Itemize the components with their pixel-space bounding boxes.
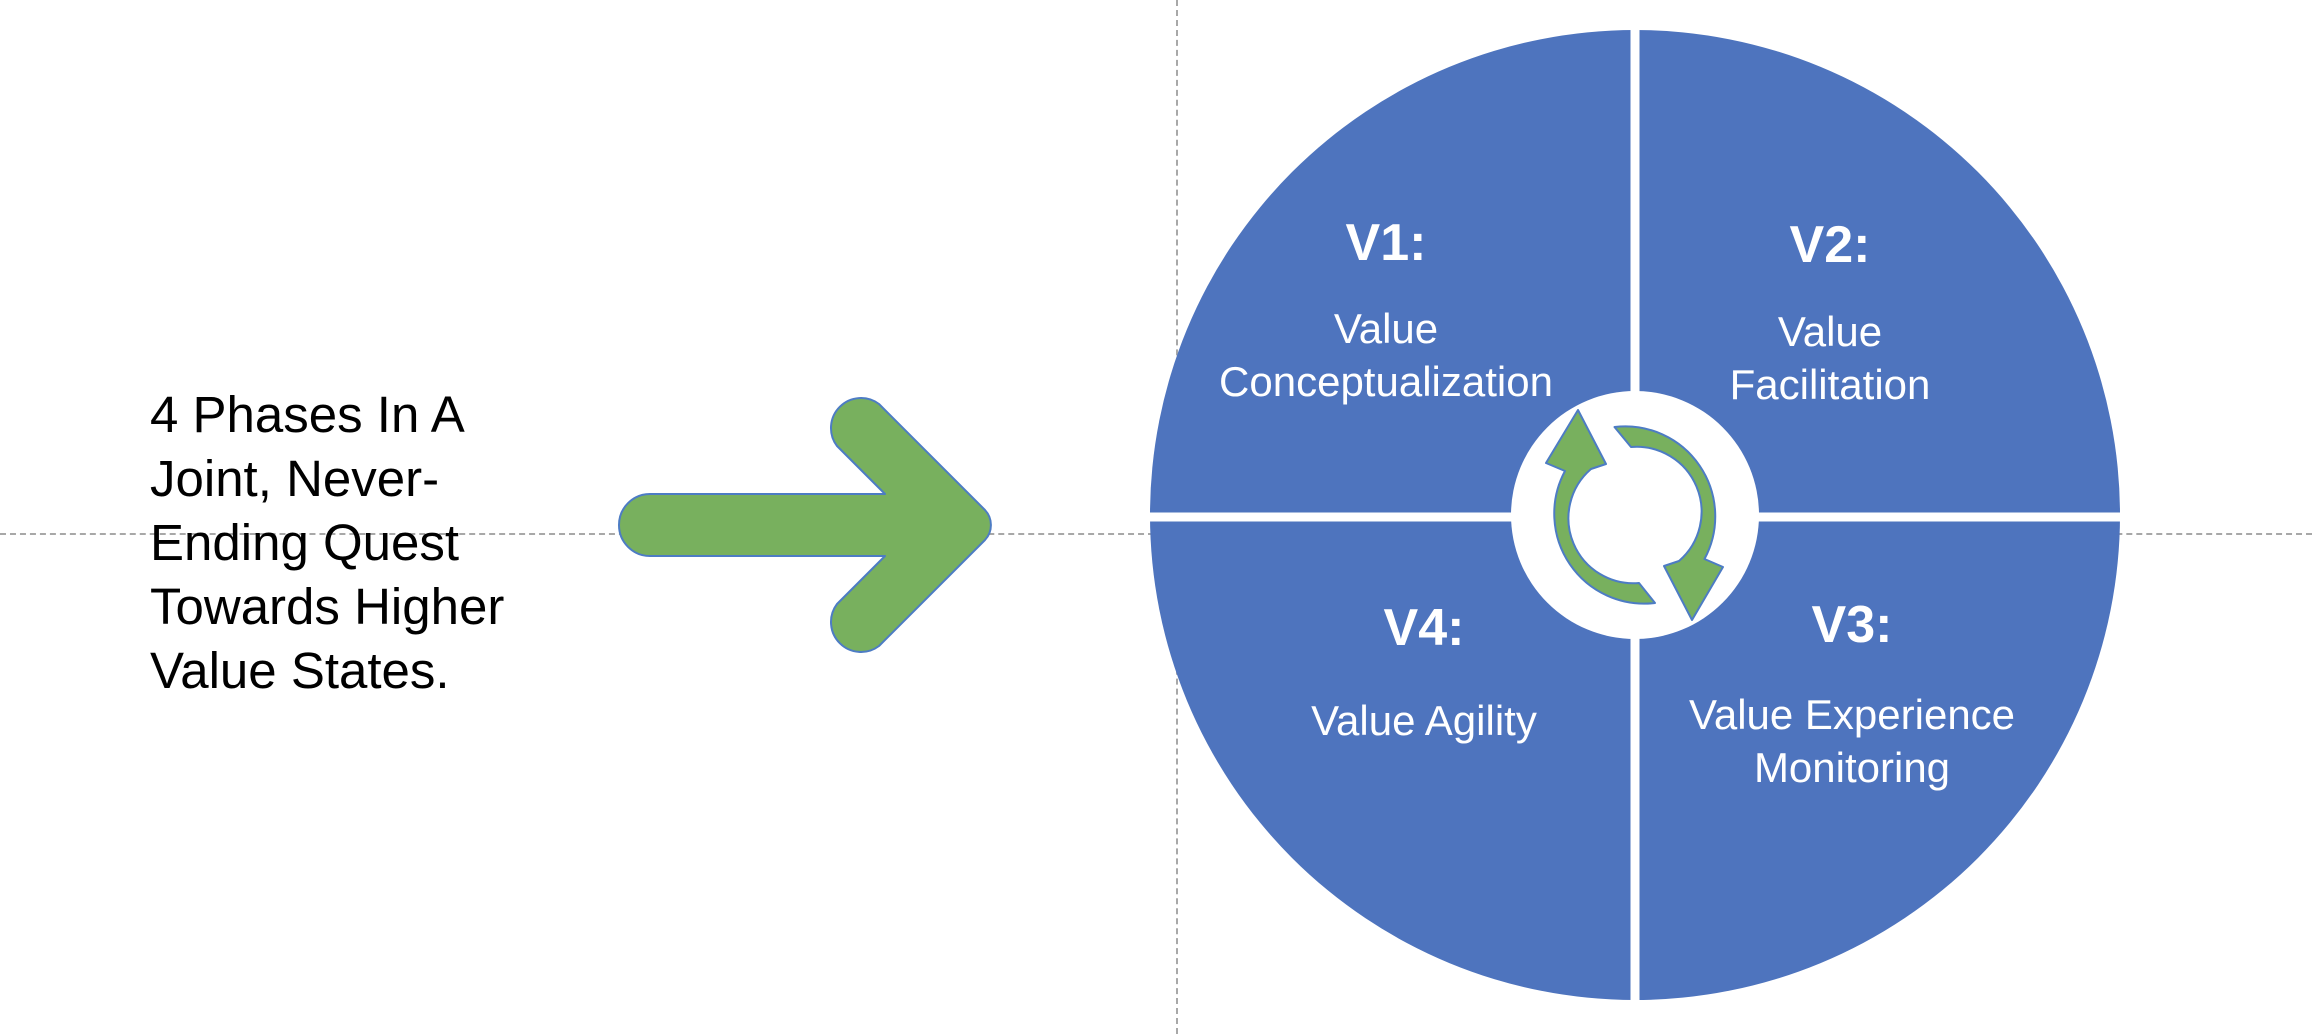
tagline-line: 4 Phases In A: [150, 386, 465, 443]
phase-v2-title: V2:: [1790, 216, 1871, 274]
phase-v2-name-line: Value: [1778, 308, 1882, 355]
tagline-line: Value States.: [150, 642, 450, 699]
tagline-line: Towards Higher: [150, 578, 505, 635]
phase-v3-name-line: Value Experience: [1689, 691, 2015, 738]
cycle-arrows-icon: [1545, 409, 1724, 621]
phase-v3: V3: Value Experience Monitoring: [1689, 596, 2015, 791]
phase-v2-name-line: Facilitation: [1730, 361, 1931, 408]
phase-v3-name-line: Monitoring: [1754, 744, 1950, 791]
phase-v1-title: V1:: [1346, 214, 1427, 272]
right-arrow-icon: [618, 397, 992, 653]
phase-v4-name-line: Value Agility: [1311, 697, 1537, 744]
tagline: 4 Phases In A Joint, Never- Ending Quest…: [150, 383, 570, 703]
tagline-line: Joint, Never-: [150, 450, 440, 507]
phase-v1-name-line: Value: [1334, 305, 1438, 352]
phase-v3-title: V3:: [1812, 596, 1893, 654]
phase-v4: V4: Value Agility: [1311, 599, 1537, 744]
phase-v1: V1: Value Conceptualization: [1219, 214, 1553, 405]
phase-v4-title: V4:: [1384, 599, 1465, 657]
phase-v2: V2: Value Facilitation: [1730, 216, 1931, 408]
phase-v1-name-line: Conceptualization: [1219, 358, 1553, 405]
tagline-line: Ending Quest: [150, 514, 460, 571]
value-wheel-diagram: V1: Value Conceptualization V2: Value Fa…: [1140, 20, 2130, 1010]
